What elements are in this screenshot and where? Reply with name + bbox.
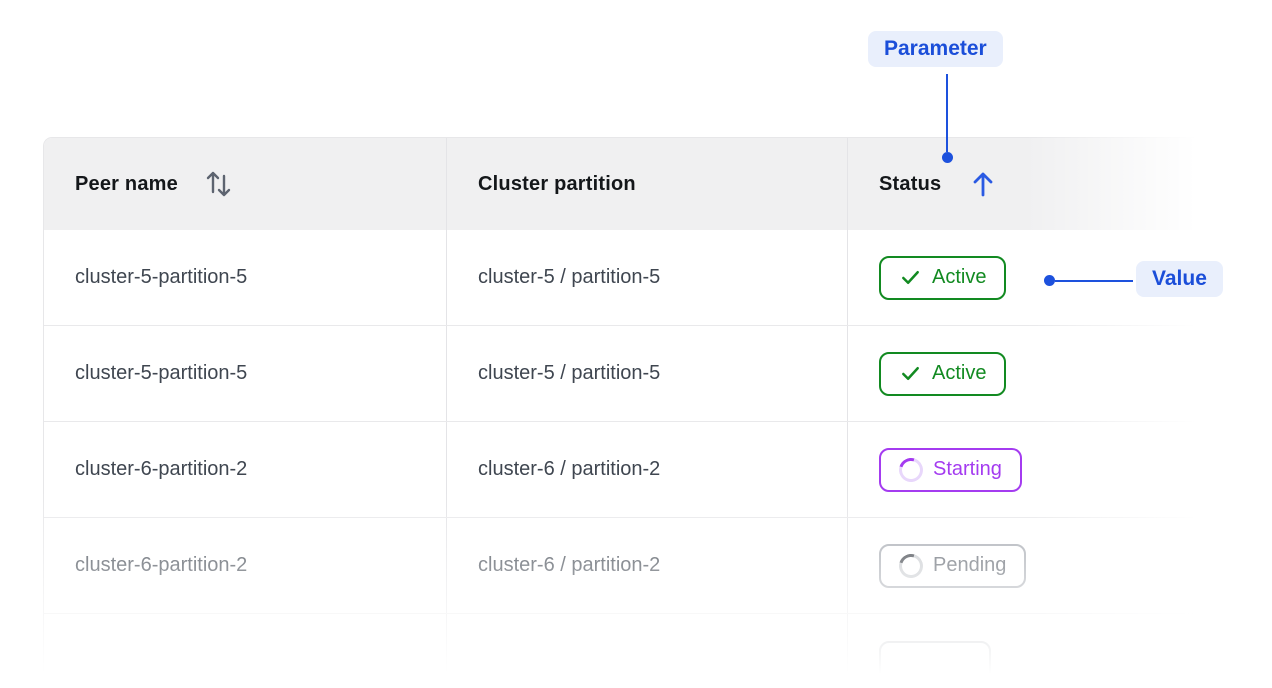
value-connector-dot xyxy=(1044,275,1055,286)
peer-name-cell: cluster-5-partition-5 xyxy=(75,362,248,384)
spinner-icon xyxy=(894,453,928,486)
status-cell: Active xyxy=(847,230,1210,325)
status-cell: Active xyxy=(847,326,1210,421)
status-badge-label: Active xyxy=(932,362,987,384)
cluster-partition-cell: cluster-5 / partition-5 xyxy=(446,230,847,325)
peer-name-cell: cluster-6-partition-2 xyxy=(75,458,248,480)
check-icon xyxy=(902,366,919,381)
sort-ascending-arrow-icon[interactable] xyxy=(971,170,995,198)
value-annotation-pill: Value xyxy=(1136,261,1223,297)
status-badge-label: Starting xyxy=(933,458,1002,480)
bottom-fade-overlay xyxy=(0,490,1272,688)
cluster-partition-cell: cluster-6 / partition-2 xyxy=(446,422,847,517)
sort-both-icon[interactable] xyxy=(205,168,232,200)
parameter-connector-dot xyxy=(942,152,953,163)
parameter-annotation-pill: Parameter xyxy=(868,31,1003,67)
table-header-row: Peer name Cluster partition Status xyxy=(44,138,1210,230)
column-header-status[interactable]: Status xyxy=(847,138,1210,230)
status-badge-active: Active xyxy=(879,255,1007,300)
status-cell: Starting xyxy=(847,422,1210,517)
column-header-label: Status xyxy=(879,172,942,195)
table-row[interactable]: cluster-5-partition-5 cluster-5 / partit… xyxy=(44,230,1210,326)
column-header-label: Peer name xyxy=(75,172,178,195)
column-header-peer-name[interactable]: Peer name xyxy=(44,138,446,230)
value-connector-line xyxy=(1055,280,1133,282)
check-icon xyxy=(902,270,919,285)
cluster-partition-cell: cluster-5 / partition-5 xyxy=(446,326,847,421)
status-badge-label: Active xyxy=(932,266,987,288)
status-badge-starting: Starting xyxy=(879,447,1022,492)
column-header-label: Cluster partition xyxy=(478,172,636,195)
table-row[interactable]: cluster-5-partition-5 cluster-5 / partit… xyxy=(44,326,1210,422)
peer-name-cell: cluster-5-partition-5 xyxy=(75,266,248,288)
column-header-cluster-partition[interactable]: Cluster partition xyxy=(446,138,847,230)
status-badge-active: Active xyxy=(879,351,1007,396)
parameter-connector-line xyxy=(946,74,948,152)
